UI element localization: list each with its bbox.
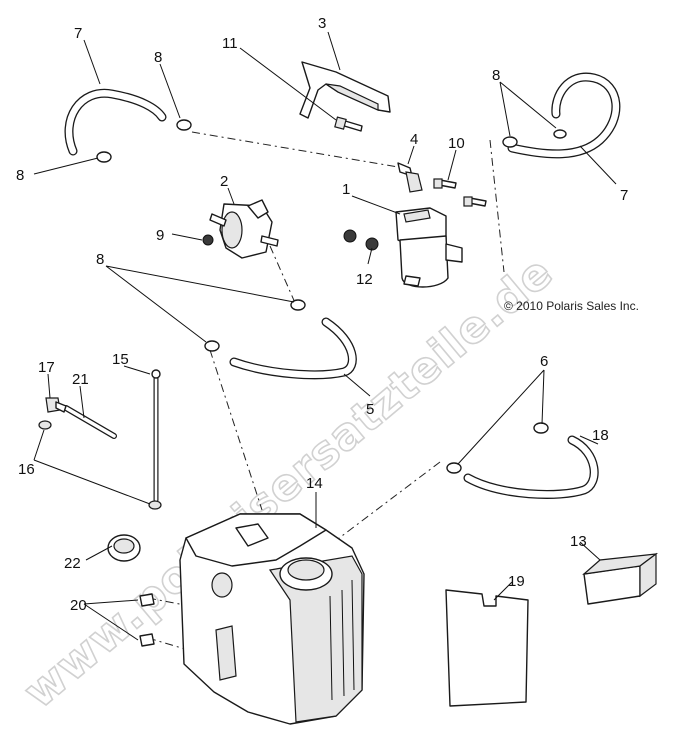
callout-17: 17 (38, 359, 55, 376)
callout-11: 11 (222, 35, 238, 52)
leader-lines (33, 31, 617, 641)
clamp-8-right (502, 136, 518, 148)
bolt-20 (139, 593, 155, 647)
bolt-10 (433, 178, 487, 207)
bracket-3 (299, 61, 391, 119)
callout-19: 19 (508, 573, 525, 590)
grommet-12 (343, 229, 379, 251)
callout-7-right: 7 (620, 187, 628, 204)
callout-3: 3 (318, 15, 326, 32)
callout-5: 5 (366, 401, 374, 418)
fuel-filter-1 (395, 207, 463, 288)
fuel-tank-14 (179, 513, 365, 725)
callout-2: 2 (220, 173, 228, 190)
clamp-8-mid-b (204, 340, 220, 352)
copyright-text: © 2010 Polaris Sales Inc. (504, 299, 639, 313)
callout-13: 13 (570, 533, 587, 550)
callout-8-left: 8 (16, 167, 24, 184)
hose-5 (229, 317, 357, 380)
vent-tube-21 (63, 405, 117, 439)
clamp-8-top (176, 119, 192, 131)
callout-20: 20 (70, 597, 87, 614)
grommet-16-bottom (148, 500, 162, 510)
callout-15: 15 (112, 351, 129, 368)
callout-10: 10 (448, 135, 465, 152)
callout-6: 6 (540, 353, 548, 370)
clamp-6-b (446, 462, 462, 474)
callout-18: 18 (592, 427, 609, 444)
fitting-4 (397, 162, 423, 193)
hose-18 (463, 435, 599, 499)
clamp-6-a (533, 422, 549, 434)
clamp-8-left (96, 151, 112, 163)
fuel-pump-2 (209, 199, 279, 259)
callout-labels: 7 8 8 11 3 8 7 4 10 2 1 9 12 8 5 17 21 1… (16, 15, 628, 614)
callout-1: 1 (342, 181, 350, 198)
grommet-16-top (38, 420, 52, 430)
callout-8-mid: 8 (96, 251, 104, 268)
bolt-11 (334, 116, 363, 132)
callout-16: 16 (18, 461, 35, 478)
block-13 (582, 552, 659, 605)
callout-12: 12 (356, 271, 373, 288)
fitting-17 (45, 397, 67, 413)
callout-7-left: 7 (74, 25, 82, 42)
callout-8-right: 8 (492, 67, 500, 84)
callout-14: 14 (306, 475, 323, 492)
fuel-cap-22 (107, 534, 141, 562)
callout-22: 22 (64, 555, 81, 572)
pad-19 (445, 589, 529, 707)
clamp-8-right-upper (553, 129, 567, 139)
callout-9: 9 (156, 227, 164, 244)
callout-4: 4 (410, 131, 418, 148)
clamp-8-mid-a (290, 299, 306, 311)
nut-9 (202, 234, 214, 246)
callout-8-top: 8 (154, 49, 162, 66)
rod-15 (151, 369, 161, 503)
hose-7-left (64, 88, 167, 156)
callout-21: 21 (72, 371, 89, 388)
hose-7-right (507, 72, 621, 159)
